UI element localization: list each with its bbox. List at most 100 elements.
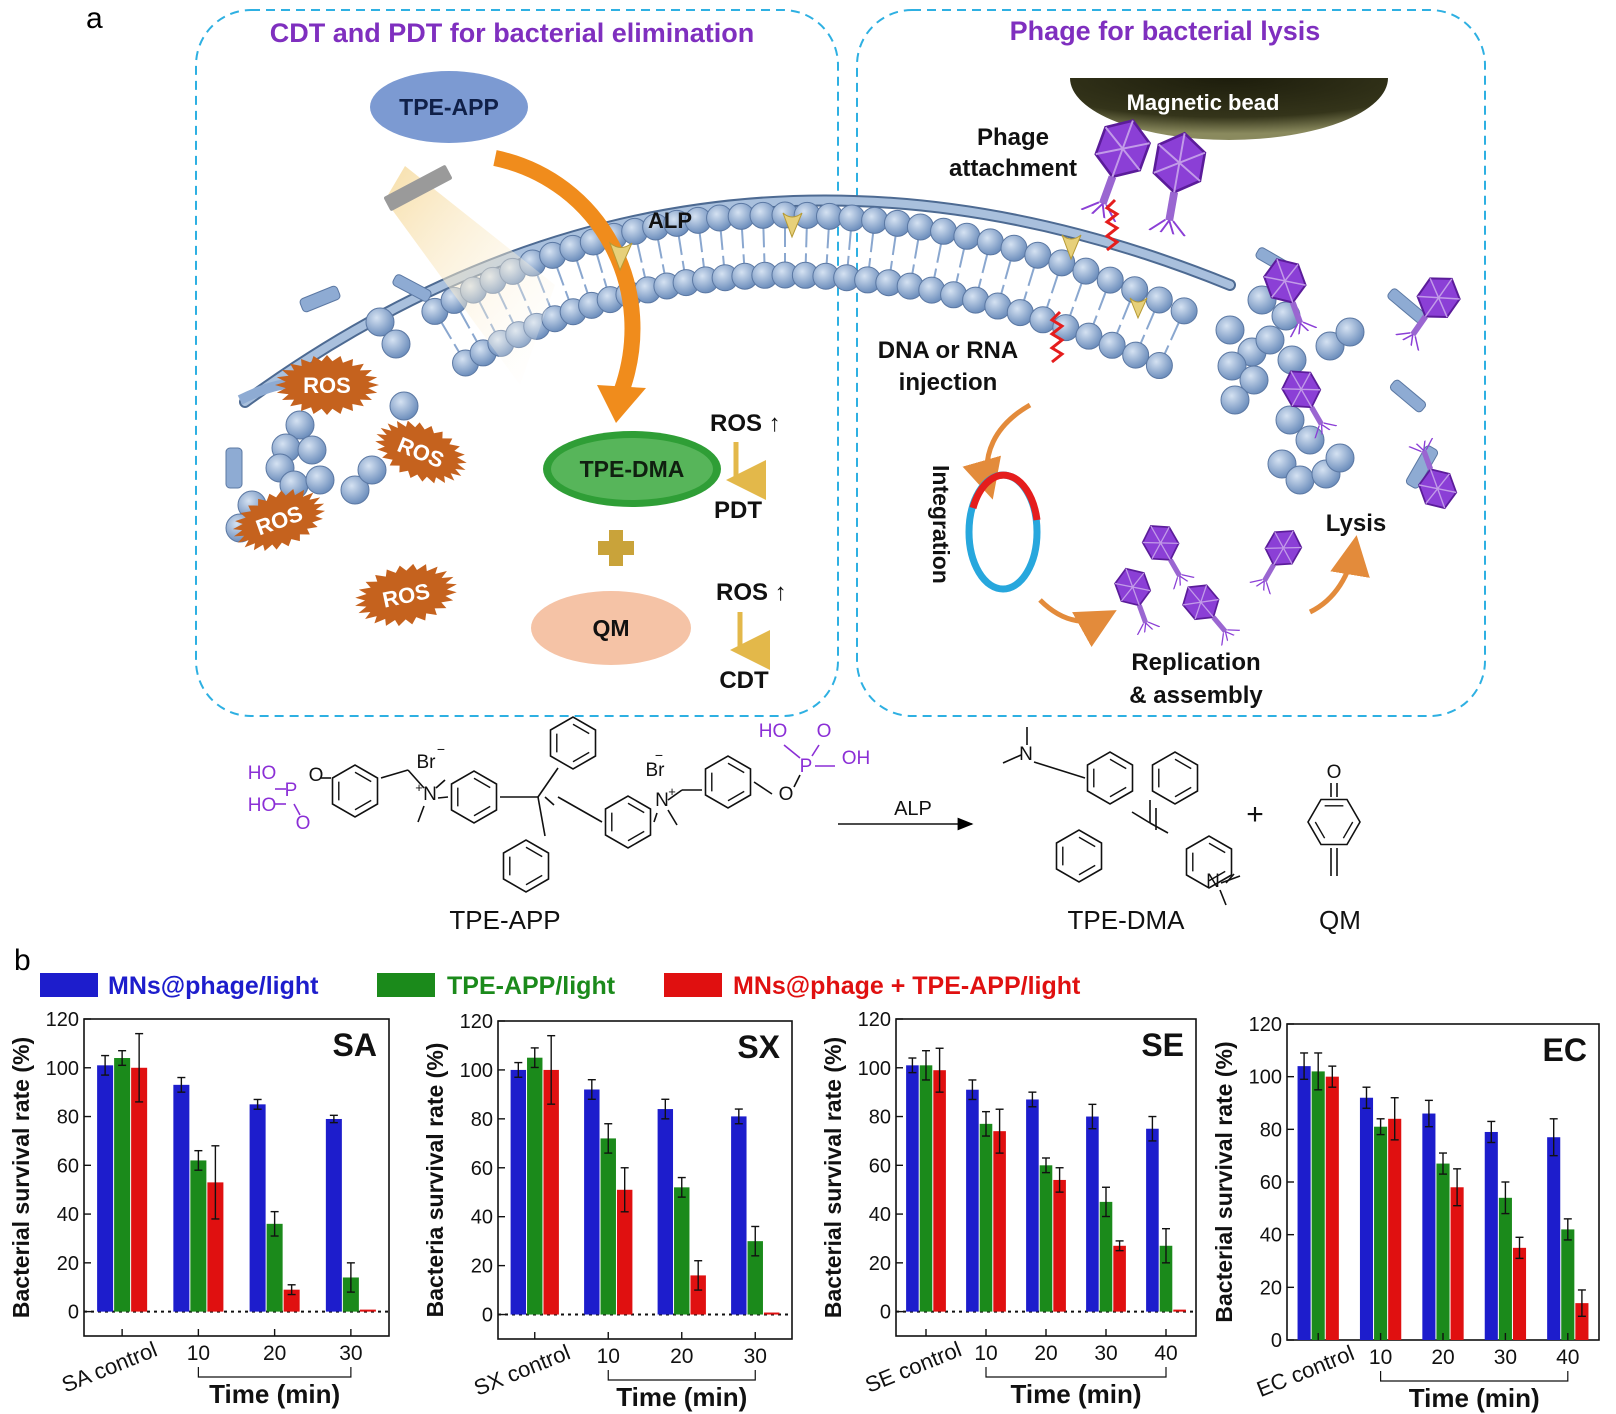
bar [763,1312,780,1315]
atom-br: Br [646,760,666,781]
bond [667,809,678,826]
double-bond [1174,786,1192,798]
lysis-label: Lysis [1326,510,1386,537]
x-tick-label: SA control [58,1337,160,1398]
benzene-ring [502,839,550,893]
lipid-head [1247,285,1277,315]
bar [207,1182,224,1312]
bar [657,1109,674,1315]
light-beam [385,166,555,385]
lipid-head [1006,299,1034,327]
lipid-head [1075,322,1103,350]
bar [1498,1197,1512,1340]
x-tick-label: 10 [1369,1346,1392,1369]
double-bond [627,830,645,842]
bar [979,1123,993,1312]
bond [1131,811,1151,824]
replication-line1: Replication [1131,649,1260,676]
atom-charge: − [437,741,445,757]
bar [1026,1099,1039,1312]
lipid-head [340,475,370,505]
bar [747,1241,763,1315]
bar [993,1131,1006,1312]
y-tick-label: 100 [1249,1067,1282,1089]
y-axis-label: Bacterial survival rate (%) [8,1037,34,1318]
ros-label: ROS [303,373,351,398]
lipid-head [1145,286,1173,314]
double-bond [525,874,543,886]
lipid-head [1217,351,1247,381]
bar [342,1277,359,1312]
lipid-head [1024,241,1052,269]
atom-n: N [655,790,669,811]
membrane-debris-right [1215,247,1439,495]
x-tick-label: 40 [1556,1346,1579,1369]
bar [131,1067,148,1312]
bar [1297,1066,1311,1340]
tpe-app-ellipse [370,71,528,143]
x-tick-label: 20 [670,1345,693,1368]
y-tick-label: 0 [880,1302,891,1324]
magnetic-bead-shape [1070,78,1388,140]
bond [293,803,301,816]
bar [690,1275,706,1315]
x-tick-label: 30 [744,1345,767,1368]
y-axis-label: Bacterial survival rate (%) [1211,1041,1237,1322]
plus-sign: + [1246,798,1264,831]
lipid-head [1285,465,1315,495]
bond [783,744,801,759]
lipid-head [1275,405,1305,435]
atom-ho: HO [759,721,788,742]
alp-label: ALP [648,208,692,233]
bar [1422,1113,1436,1340]
cdt-label: CDT [719,667,769,694]
x-tick-label: SE control [861,1336,964,1397]
double-bond [525,846,543,858]
bar [1359,1097,1374,1340]
chart-tag: EC [1543,1032,1587,1068]
alp-enzymes [608,212,1148,320]
phage-new-2-icon [1245,522,1308,597]
bar [1146,1128,1159,1312]
bar [674,1187,690,1315]
x-tick-label: 30 [339,1342,362,1365]
y-tick-label: 60 [471,1158,493,1180]
ros-burst-shape [355,563,457,627]
double-bond [1109,758,1127,770]
atom-o: O [1327,762,1342,783]
legend-swatch-3 [664,973,722,997]
y-tick-label: 20 [1260,1277,1282,1299]
left-box-title: CDT and PDT for bacterial elimination [270,18,755,48]
lipid-head [1215,315,1245,345]
double-bond [354,771,372,783]
bond [544,796,555,806]
conversion-arrow-head [597,385,646,423]
x-tick-label: 10 [187,1342,210,1365]
lipid-head [906,213,934,241]
atom-ho: HO [248,763,277,784]
product1-name: TPE-DMA [1068,905,1186,935]
y-axis-label: Bacteria survival rate (%) [422,1043,448,1318]
lipid-head [285,410,315,440]
y-tick-label: 20 [471,1256,493,1278]
lysis-arrow [1308,535,1370,615]
ros-burst-4: ROS [355,563,457,627]
y-tick-label: 60 [869,1155,891,1177]
time-bracket [985,1367,1167,1378]
right-box-title: Phage for bacterial lysis [1010,16,1321,46]
phage-attachment-line2: attachment [949,155,1077,182]
ros-burst-shape [375,420,467,484]
lipid-head [1122,341,1150,369]
legend-swatch-2 [377,973,435,997]
x-axis-label: Time (min) [616,1382,747,1412]
bond [811,744,820,757]
double-bond [1109,786,1127,798]
lipid-head [297,435,327,465]
bar [1575,1303,1589,1340]
benzene-ring [331,764,379,818]
membrane-fragment [392,274,432,302]
